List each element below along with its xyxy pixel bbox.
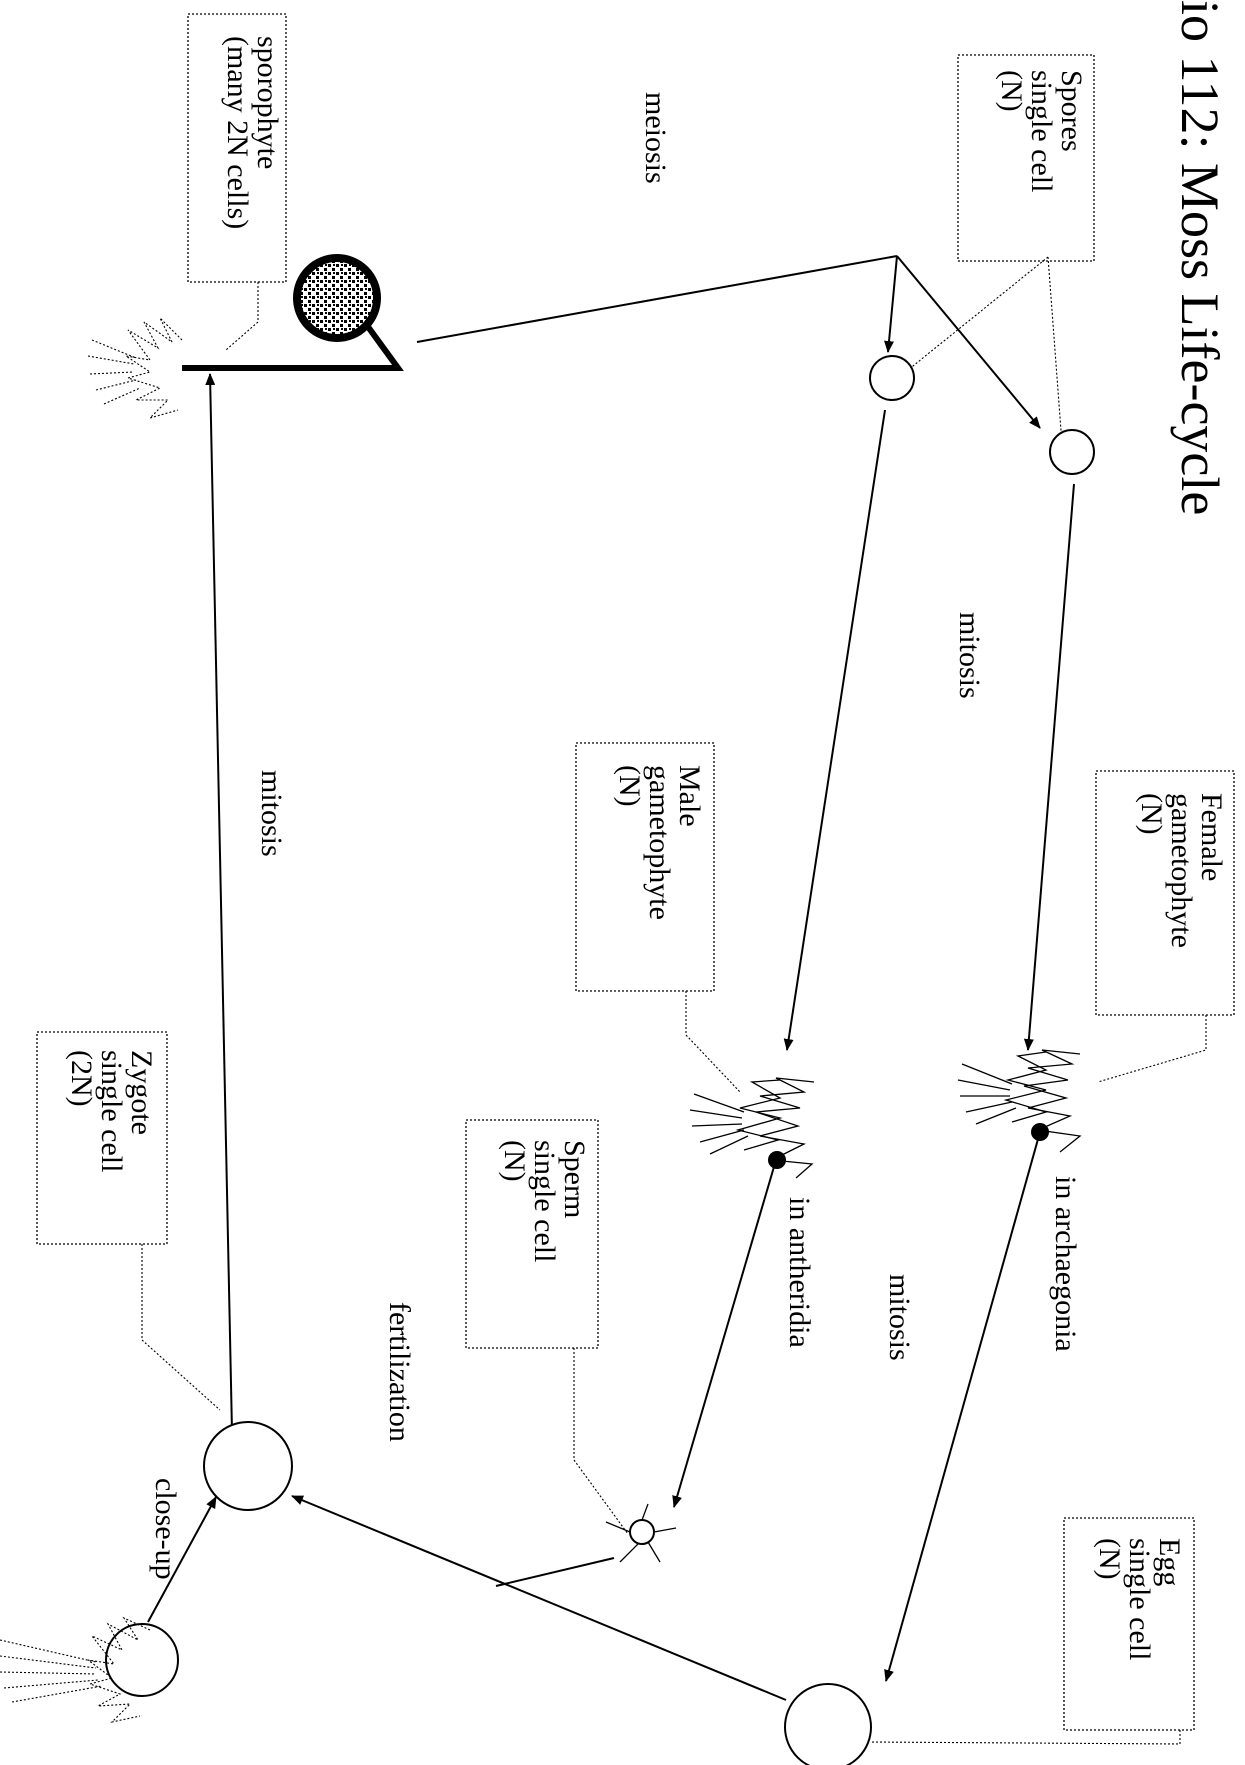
svg-text:(N): (N) [995, 70, 1028, 112]
sperm-box-text: Sperm single cell (N) [498, 1140, 591, 1262]
svg-text:(N): (N) [1093, 1538, 1126, 1580]
female-gametophyte-plant [957, 1049, 1082, 1153]
mitosis-arrow-female [1023, 483, 1075, 1051]
svg-text:single cell: single cell [95, 1050, 128, 1172]
mitosis-gametophyte-label: mitosis [953, 612, 986, 699]
spore-cell-2 [1049, 429, 1095, 475]
svg-text:(N): (N) [498, 1140, 531, 1182]
fertilization-sperm-line [495, 1557, 615, 1587]
svg-text:gametophyte: gametophyte [1165, 793, 1198, 948]
svg-text:sporophyte: sporophyte [251, 36, 284, 169]
svg-text:Sperm: Sperm [558, 1140, 591, 1218]
fertilization-label: fertilization [383, 1302, 416, 1442]
sperm-cell [605, 1503, 677, 1563]
antheridium-dot [768, 1151, 786, 1169]
male-gametophyte-box [575, 742, 715, 992]
spores-leader-line-2 [1047, 256, 1063, 445]
antheridia-to-sperm-arrow [672, 1159, 777, 1508]
svg-text:(many 2N cells): (many 2N cells) [221, 36, 254, 229]
svg-text:gametophyte: gametophyte [643, 765, 676, 920]
sporophyte-box-text: sporophyte (many 2N cells) [221, 36, 284, 229]
mitosis-sporophyte-arrow [205, 373, 233, 1433]
egg-box-text: Egg single cell (N) [1093, 1538, 1186, 1660]
egg-box [1063, 1517, 1195, 1731]
female-gametophyte-leader-line [1097, 1015, 1207, 1083]
female-gametophyte-box [1095, 770, 1235, 1016]
mitosis-sporophyte-label: mitosis [255, 770, 288, 857]
male-gametophyte-plant [689, 1077, 815, 1179]
svg-text:Female: Female [1195, 793, 1228, 881]
male-gametophyte-leader-line [685, 991, 741, 1093]
close-up-label: close-up [149, 1478, 182, 1580]
female-gametophyte-box-text: Female gametophyte (N) [1135, 793, 1228, 948]
meiosis-label: meiosis [639, 92, 672, 184]
sperm-leader-line [573, 1348, 629, 1535]
svg-text:(N): (N) [613, 765, 646, 807]
spores-box-text: Spores single cell (N) [995, 70, 1088, 192]
archaegonia-to-egg-arrow [884, 1131, 1041, 1682]
spores-leader-line [907, 256, 1049, 371]
svg-text:single cell: single cell [528, 1140, 561, 1262]
meiosis-arrow-spore-1 [884, 255, 898, 353]
svg-text:Egg: Egg [1153, 1538, 1186, 1586]
male-gametophyte-box-text: Male gametophyte (N) [613, 765, 706, 920]
egg-leader-line [869, 1730, 1181, 1745]
mitosis-arrow-male [783, 409, 886, 1051]
egg-cell [784, 1683, 872, 1765]
fertilization-arrow [291, 1495, 787, 1701]
svg-text:single cell: single cell [1123, 1538, 1156, 1660]
svg-text:Male: Male [673, 765, 706, 827]
svg-text:Spores: Spores [1055, 70, 1088, 152]
page-title: io 112: Moss Life-cycle [1170, 0, 1230, 515]
in-archaegonia-label: in archaegonia [1049, 1176, 1082, 1352]
spores-box [957, 54, 1095, 262]
spore-release-line [416, 255, 898, 343]
spore-cell-1 [869, 355, 915, 401]
svg-text:single cell: single cell [1025, 70, 1058, 192]
mitosis-gametes-label: mitosis [883, 1274, 916, 1361]
zygote-cell [203, 1421, 293, 1511]
sperm-box [465, 1119, 599, 1349]
zygote-leader-line [141, 1244, 221, 1411]
zygote-box [36, 1031, 168, 1245]
meiosis-arrow-spore-2 [896, 255, 1041, 429]
zygote-box-text: Zygote single cell (2N) [65, 1050, 158, 1172]
archegonium-dot [1031, 1123, 1049, 1141]
sporophyte-box [187, 13, 287, 283]
spore-capsule [182, 254, 404, 371]
sporophyte-leader-line [225, 282, 259, 351]
close-up-cell [105, 1623, 179, 1697]
svg-text:Zygote: Zygote [125, 1050, 158, 1135]
in-antheridia-label: in antheridia [783, 1197, 816, 1348]
svg-text:(2N): (2N) [65, 1050, 98, 1107]
sporophyte-plant [87, 317, 183, 420]
svg-text:(N): (N) [1135, 793, 1168, 835]
close-up-plant [0, 1616, 151, 1723]
close-up-arrow [147, 1496, 217, 1623]
